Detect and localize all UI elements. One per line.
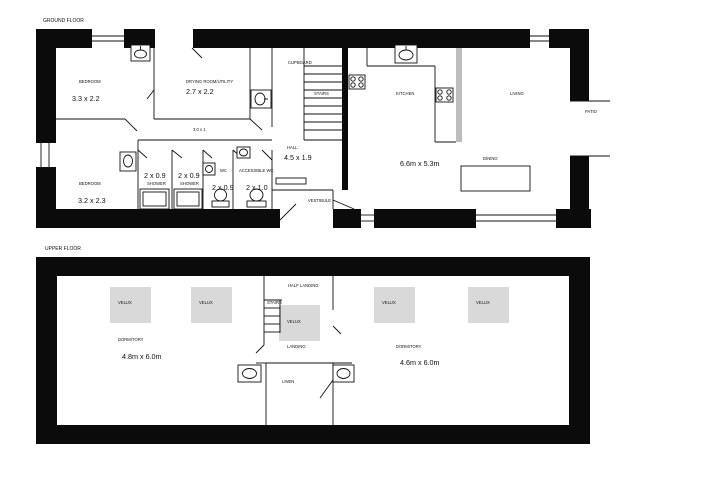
- room-size: 2 x 0.9: [212, 183, 234, 192]
- basin-icon: [332, 364, 355, 383]
- upper-partitions: [255, 276, 352, 425]
- basin-icon: [202, 162, 216, 176]
- room-size: 6.6m x 5.3m: [400, 159, 440, 168]
- toilet-icon: [211, 188, 230, 208]
- velux-windows: VELUX VELUX VELUX VELUX VELUX: [110, 287, 509, 341]
- ground-stairs: [303, 48, 342, 141]
- velux-window: [468, 287, 509, 323]
- room-name: STAIRS: [314, 91, 329, 96]
- room-name: KITCHEN: [396, 91, 414, 96]
- basin-icon: [236, 146, 251, 159]
- room-size: 2 x 0.9: [178, 171, 200, 180]
- velux-label: VELUX: [476, 300, 490, 305]
- room-size: 3.2 x 2.3: [78, 196, 106, 205]
- shower-tray-icon: [173, 188, 203, 210]
- kitchen-fittings: [348, 48, 531, 192]
- basin-icon: [250, 89, 272, 109]
- room-name: DINING: [483, 156, 498, 161]
- room-size: 3.3 x 2.2: [72, 94, 100, 103]
- upper-labels: HALF LANDING STAIRS LANDING LINEN DORMIT…: [118, 283, 440, 384]
- ground-floor-title: GROUND FLOOR: [43, 18, 84, 24]
- room-name: DRYING ROOM/UTILITY: [186, 79, 233, 84]
- room-name: HALL: [287, 145, 298, 150]
- room-name: DORMITORY: [396, 344, 422, 349]
- room-name: SHOWER: [147, 181, 166, 186]
- room-name: CUPBOARD: [288, 60, 312, 65]
- room-size: 4.5 x 1.9: [284, 153, 312, 162]
- room-name: WC: [220, 168, 227, 173]
- ground-labels: BEDROOM 3.3 x 2.2 DRYING ROOM/UTILITY 2.…: [72, 60, 598, 205]
- upper-exterior-walls: [36, 257, 590, 444]
- velux-label: VELUX: [287, 319, 301, 324]
- room-name: LIVING: [510, 91, 524, 96]
- toilet-icon: [246, 188, 267, 208]
- upper-floor-title: UPPER FLOOR: [45, 246, 81, 252]
- velux-label: VELUX: [118, 300, 132, 305]
- room-size: 3.0 x 1: [193, 127, 206, 132]
- room-name: DORMITORY: [118, 337, 144, 342]
- upper-floor: UPPER FLOOR VELUX VELUX VELUX VELUX VELU…: [36, 246, 590, 444]
- room-size: 2 x 1.0: [246, 183, 268, 192]
- worktop-accent: [456, 48, 462, 142]
- room-name: BEDROOM: [79, 181, 101, 186]
- ground-exterior-walls: [36, 29, 591, 228]
- basin-icon: [130, 44, 151, 62]
- room-name: BEDROOM: [79, 79, 101, 84]
- velux-window: [191, 287, 232, 323]
- room-size: 4.6m x 6.0m: [400, 358, 440, 367]
- velux-window: [279, 305, 320, 341]
- velux-window: [110, 287, 151, 323]
- room-size: 2.7 x 2.2: [186, 87, 214, 96]
- velux-window: [374, 287, 415, 323]
- dining-table: [460, 165, 531, 192]
- ground-partitions: [56, 47, 355, 221]
- ground-floor: GROUND FLOOR: [36, 18, 610, 228]
- room-name: STAIRS: [267, 300, 282, 305]
- basin-icon: [394, 44, 418, 64]
- room-name: LINEN: [282, 379, 294, 384]
- velux-label: VELUX: [199, 300, 213, 305]
- room-name: ACCESSIBLE WC: [239, 168, 273, 173]
- ground-basins: [119, 44, 418, 176]
- hob-icon: [348, 74, 366, 90]
- basin-icon: [237, 364, 262, 383]
- room-name: VESTIBULE: [308, 198, 331, 203]
- room-name: SHOWER: [180, 181, 199, 186]
- basin-icon: [119, 151, 137, 172]
- room-size: 4.8m x 6.0m: [122, 352, 162, 361]
- upper-basins: [237, 364, 355, 383]
- room-name: LANDING: [287, 344, 306, 349]
- room-name: HALF LANDING: [288, 283, 318, 288]
- room-name: PATIO: [585, 109, 598, 114]
- ground-sanitary: [139, 188, 267, 210]
- room-size: 2 x 0.9: [144, 171, 166, 180]
- ground-windows: [40, 35, 610, 222]
- velux-label: VELUX: [382, 300, 396, 305]
- shower-tray-icon: [139, 188, 170, 210]
- hob-icon: [435, 87, 454, 103]
